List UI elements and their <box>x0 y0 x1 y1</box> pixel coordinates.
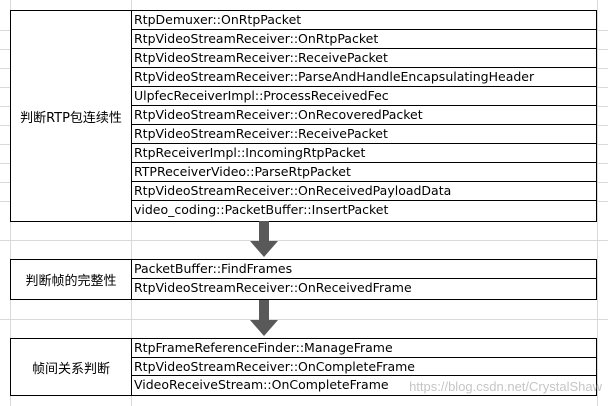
list-item: RtpVideoStreamReceiver::OnRecoveredPacke… <box>132 106 596 125</box>
list-item: RtpFrameReferenceFinder::ManageFrame <box>132 339 596 358</box>
list-item: RtpVideoStreamReceiver::OnRtpPacket <box>132 30 596 49</box>
list-item: RtpVideoStreamReceiver::OnCompleteFrame <box>132 358 596 377</box>
group-frame-completeness: 判断帧的完整性 PacketBuffer::FindFrames RtpVide… <box>10 259 597 300</box>
function-list: PacketBuffer::FindFrames RtpVideoStreamR… <box>132 260 596 299</box>
list-item: PacketBuffer::FindFrames <box>132 260 596 279</box>
list-item: RTPReceiverVideo::ParseRtpPacket <box>132 163 596 182</box>
list-item: RtpVideoStreamReceiver::ReceivePacket <box>132 125 596 144</box>
list-item: VideoReceiveStream::OnCompleteFrame <box>134 377 389 393</box>
group-rtp-packet-continuity: 判断RTP包连续性 RtpDemuxer::OnRtpPacket RtpVid… <box>10 10 597 222</box>
group-label: 判断RTP包连续性 <box>11 11 132 221</box>
list-item: RtpVideoStreamReceiver::ParseAndHandleEn… <box>132 68 596 87</box>
arrow-down-icon <box>250 300 278 336</box>
arrow-down-icon <box>250 221 278 257</box>
group-inter-frame-relation: 帧间关系判断 RtpFrameReferenceFinder::ManageFr… <box>10 338 597 396</box>
list-item: UlpfecReceiverImpl::ProcessReceivedFec <box>132 87 596 106</box>
function-list: RtpDemuxer::OnRtpPacket RtpVideoStreamRe… <box>132 11 596 221</box>
list-item: RtpReceiverImpl::IncomingRtpPacket <box>132 144 596 163</box>
list-item: RtpVideoStreamReceiver::ReceivePacket <box>132 49 596 68</box>
function-list: RtpFrameReferenceFinder::ManageFrame Rtp… <box>132 339 596 395</box>
list-item: RtpVideoStreamReceiver::OnReceivedFrame <box>134 280 412 295</box>
list-item: video_coding::PacketBuffer::InsertPacket <box>134 202 389 217</box>
group-label: 判断帧的完整性 <box>11 260 132 299</box>
list-item: RtpDemuxer::OnRtpPacket <box>132 11 596 30</box>
list-item: RtpVideoStreamReceiver::OnReceivedPayloa… <box>132 182 596 201</box>
watermark: https://blog.csdn.net/CrystalShaw <box>409 379 602 394</box>
group-label: 帧间关系判断 <box>11 339 132 395</box>
